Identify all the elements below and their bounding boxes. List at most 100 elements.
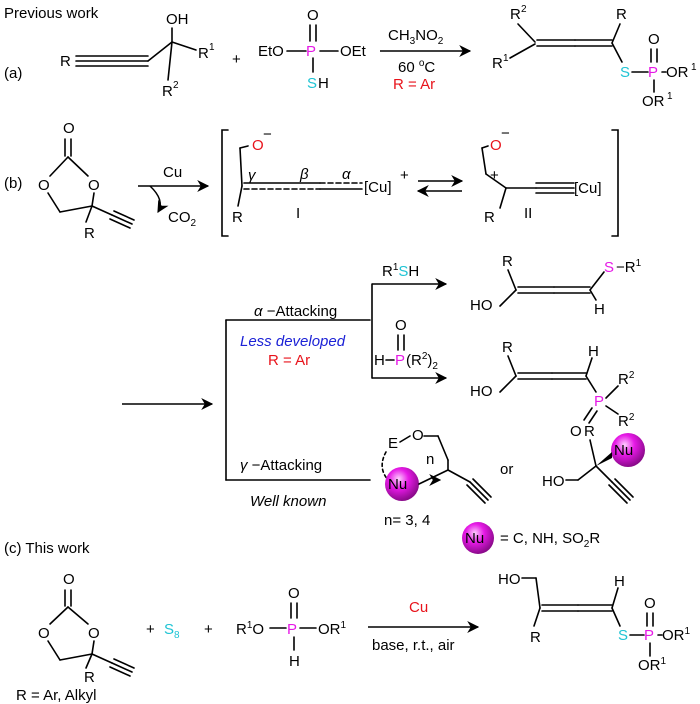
svg-text:R1O: R1O: [236, 620, 264, 638]
svg-text:R: R: [616, 6, 627, 23]
svg-text:O: O: [63, 571, 75, 588]
section-a: Previous work (a) R OH R 1 R 2 + O EtO P: [4, 4, 697, 110]
atom-R2: R: [162, 83, 173, 100]
allenyl-thiophosphate-product: R 2 R 1 R S P O OR 1 OR 1: [492, 4, 697, 110]
branch-lines: [122, 278, 448, 486]
svg-text:R2: R2: [618, 370, 635, 388]
svg-text:R: R: [502, 339, 513, 356]
cyclic-carbonate-b: O O O R: [38, 120, 135, 242]
svg-text:OR1: OR1: [662, 626, 691, 644]
svg-text:O: O: [644, 595, 656, 612]
intermediate-I: O − γ β α R [Cu] + I: [232, 126, 409, 226]
atom-H: H: [318, 75, 329, 92]
svg-text:R: R: [510, 6, 521, 23]
svg-text:H: H: [588, 343, 599, 360]
svg-text:[Cu]: [Cu]: [364, 179, 392, 196]
svg-text:base, r.t., air: base, r.t., air: [372, 637, 455, 654]
svg-text:O: O: [88, 625, 100, 642]
atom-OH: OH: [166, 11, 189, 28]
svg-text:O: O: [648, 31, 660, 48]
svg-text:R: R: [530, 629, 541, 646]
svg-text:P: P: [594, 393, 604, 410]
atom-R1: R: [198, 45, 209, 62]
temperature-label: 60 oC: [398, 58, 435, 76]
decarboxylation-arrow: Cu CO2: [138, 164, 210, 229]
section-c: (c) This work O O O R R = Ar, Alkyl + S8…: [4, 540, 691, 704]
svg-text:O: O: [412, 427, 424, 444]
or-label: or: [500, 461, 513, 478]
svg-text:2: 2: [521, 4, 527, 15]
svg-text:O: O: [395, 317, 407, 334]
svg-text:(R2)2: (R2)2: [406, 351, 438, 372]
open-chain-nu-product: R Nu HO: [542, 423, 645, 504]
svg-text:Nu: Nu: [465, 530, 484, 547]
svg-text:I: I: [296, 205, 300, 222]
svg-text:OR: OR: [642, 93, 665, 110]
svg-text:O: O: [38, 625, 50, 642]
svg-text:OR1: OR1: [638, 656, 667, 674]
propargyl-alcohol: R OH R 1 R 2: [60, 11, 215, 100]
atom-R: R: [60, 53, 71, 70]
svg-text:R: R: [484, 209, 495, 226]
svg-text:γ: γ: [248, 167, 257, 184]
r-ar-label: R = Ar: [268, 352, 310, 369]
well-known-label: Well known: [250, 493, 326, 510]
equilibrium-arrows: [416, 175, 464, 197]
svg-text:S: S: [604, 259, 614, 276]
svg-text:CO2: CO2: [168, 209, 197, 229]
section-b: (b) O O O R Cu CO2: [4, 120, 645, 554]
condition-r-ar: R = Ar: [393, 76, 435, 93]
this-work-product: HO R H S P O OR1 OR1: [498, 571, 691, 674]
atom-P: P: [306, 43, 316, 60]
intermediate-II: O − + R [Cu] II: [481, 125, 602, 226]
svg-text:O: O: [38, 177, 50, 194]
svg-text:1: 1: [691, 62, 697, 73]
svg-text:E: E: [388, 435, 398, 452]
svg-text:1: 1: [503, 53, 509, 64]
plus-2: +: [204, 621, 213, 638]
svg-text:HO: HO: [470, 383, 493, 400]
svg-text:P: P: [648, 64, 658, 81]
svg-text:−R1: −R1: [616, 258, 642, 276]
svg-text:+: +: [400, 167, 409, 184]
svg-text:R: R: [502, 253, 513, 270]
cyclized-nu-product: E O Nu n n= 3, 4: [381, 427, 492, 529]
svg-text:H: H: [374, 352, 385, 369]
svg-text:O: O: [63, 120, 75, 137]
this-work-heading: (c) This work: [4, 540, 90, 557]
svg-text:HO: HO: [470, 297, 493, 314]
phosphine-oxide-reagent: O H P (R2)2: [374, 317, 438, 372]
solvent-label: CH3NO2: [388, 27, 444, 47]
svg-text:n: n: [426, 451, 434, 468]
svg-text:R: R: [84, 225, 95, 242]
svg-text:R2: R2: [618, 412, 635, 430]
svg-text:−: −: [263, 126, 272, 143]
svg-text:H: H: [289, 653, 300, 670]
svg-text:Cu: Cu: [409, 599, 428, 616]
dialkyl-phosphite: O R1O P OR1 H: [236, 585, 347, 670]
svg-text:R: R: [84, 669, 95, 686]
atom-EtO: EtO: [258, 43, 284, 60]
svg-text:P: P: [644, 627, 654, 644]
cyclic-carbonate-c: O O O R R = Ar, Alkyl: [16, 571, 135, 704]
svg-text:S: S: [620, 64, 630, 81]
reaction-arrow-a: CH3NO2 60 oC R = Ar: [380, 27, 472, 93]
svg-text:β: β: [299, 166, 309, 183]
svg-text:H: H: [594, 301, 605, 318]
svg-text:Cu: Cu: [163, 164, 182, 181]
plus-1: +: [146, 621, 155, 638]
svg-text:OR1: OR1: [318, 620, 347, 638]
svg-text:HO: HO: [542, 473, 565, 490]
svg-text:S: S: [618, 627, 628, 644]
svg-text:O: O: [88, 177, 100, 194]
svg-text:= C, NH, SO2R: = C, NH, SO2R: [500, 530, 600, 550]
svg-text:HO: HO: [498, 571, 521, 588]
svg-text:O: O: [570, 423, 582, 440]
svg-text:1: 1: [209, 42, 215, 53]
tag-a: (a): [4, 65, 22, 82]
svg-text:P: P: [287, 621, 297, 638]
svg-text:R: R: [232, 209, 243, 226]
svg-text:2: 2: [173, 80, 179, 91]
thioallene-product: R HO S −R1 H: [470, 253, 642, 318]
